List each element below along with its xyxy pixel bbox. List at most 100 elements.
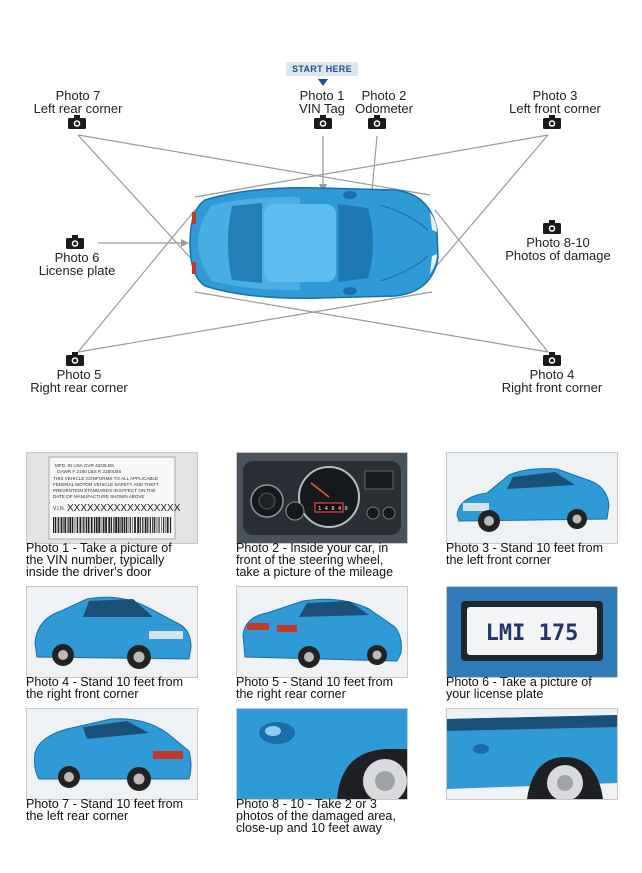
barcode-bar bbox=[144, 517, 147, 533]
label-photo6: Photo 6 License plate bbox=[24, 251, 130, 277]
barcode-bar bbox=[100, 517, 102, 533]
caption-photo2-line3: take a picture of the mileage bbox=[236, 565, 394, 579]
barcode-bar bbox=[142, 517, 144, 533]
label-photo2: Photo 2 Odometer bbox=[348, 89, 420, 115]
caption-photo6-line2: your license plate bbox=[446, 687, 544, 701]
caption-photo7: Photo 7 - Stand 10 feet from the left re… bbox=[26, 797, 216, 823]
barcode-bar bbox=[71, 517, 74, 533]
barcode-bar bbox=[82, 517, 84, 533]
barcode-bar bbox=[134, 517, 136, 533]
barcode-bar bbox=[115, 517, 117, 533]
label-photo5-title: Photo 5 bbox=[56, 367, 102, 382]
line-photo4-b bbox=[434, 209, 549, 353]
camera-icon bbox=[68, 115, 86, 129]
vin-line6: DATE OF MANUFACTURE SHOWN ABOVE bbox=[53, 494, 145, 499]
label-photo8: Photo 8-10 Photos of damage bbox=[490, 236, 626, 262]
barcode-bar bbox=[163, 517, 165, 533]
barcode-bar bbox=[129, 517, 131, 533]
barcode-bar bbox=[147, 517, 149, 533]
caption-photo5-line1: Photo 5 - Stand 10 feet from bbox=[236, 675, 394, 689]
barcode-bar bbox=[69, 517, 72, 533]
thumb-odometer: 1 4 8 4 8 bbox=[236, 452, 408, 544]
barcode-bar bbox=[156, 517, 158, 533]
vin-prefix: V.I.N. bbox=[53, 506, 65, 512]
start-here-badge: START HERE bbox=[286, 62, 358, 76]
caption-photo4-line2: the right front corner bbox=[26, 687, 139, 701]
camera-icon bbox=[66, 352, 84, 366]
barcode-bar bbox=[73, 517, 75, 533]
thumb-damage-closeup bbox=[236, 708, 408, 800]
caption-photo1: Photo 1 - Take a picture of the VIN numb… bbox=[26, 542, 216, 579]
camera-icon bbox=[66, 235, 84, 249]
photo-position-diagram bbox=[77, 134, 549, 353]
barcode-bar bbox=[102, 517, 105, 533]
barcode-bar bbox=[121, 517, 124, 533]
label-photo2-title: Photo 2 bbox=[361, 88, 407, 103]
caption-photo2-line1: Photo 2 - Inside your car, in bbox=[236, 541, 389, 555]
barcode-bar bbox=[139, 517, 141, 533]
label-photo7: Photo 7 Left rear corner bbox=[20, 89, 136, 115]
caption-photo6-line1: Photo 6 - Take a picture of bbox=[446, 675, 592, 689]
barcode-bar bbox=[166, 517, 169, 533]
barcode-bar bbox=[93, 517, 96, 533]
barcode-bar bbox=[117, 517, 120, 533]
label-photo5-desc: Right rear corner bbox=[30, 380, 128, 395]
line-photo5-b bbox=[77, 209, 196, 353]
barcode-bar bbox=[127, 517, 129, 533]
barcode-bar bbox=[125, 517, 128, 533]
caption-photo7-line2: the left rear corner bbox=[26, 809, 129, 823]
thumb-left-rear bbox=[26, 708, 198, 800]
thumb-right-front bbox=[26, 586, 198, 678]
line-photo3-b bbox=[432, 134, 549, 271]
label-photo8-title: Photo 8-10 bbox=[526, 235, 590, 250]
barcode-bar bbox=[54, 517, 57, 533]
label-photo5: Photo 5 Right rear corner bbox=[20, 368, 138, 394]
barcode-bar bbox=[137, 517, 139, 533]
label-photo2-desc: Odometer bbox=[355, 101, 413, 116]
label-photo1-desc: VIN Tag bbox=[298, 101, 345, 116]
line-photo7-a bbox=[77, 134, 431, 196]
caption-photo6: Photo 6 - Take a picture of your license… bbox=[446, 675, 636, 701]
barcode-bar bbox=[105, 517, 107, 533]
barcode-bar bbox=[87, 517, 90, 533]
barcode-bar bbox=[169, 517, 172, 533]
line-photo3-a bbox=[194, 134, 549, 198]
label-photo4-title: Photo 4 bbox=[529, 367, 575, 382]
odometer-value: 1 4 8 4 8 bbox=[318, 506, 348, 512]
label-photo8-desc: Photos of damage bbox=[505, 248, 611, 263]
barcode-bar bbox=[120, 517, 121, 533]
barcode-bar bbox=[79, 517, 82, 533]
label-photo1-title: Photo 1 bbox=[299, 88, 345, 103]
caption-photo8: Photo 8 - 10 - Take 2 or 3 photos of the… bbox=[236, 798, 426, 835]
vin-line4: FEDERAL MOTOR VEHICLE SAFETY AND THEFT bbox=[53, 482, 159, 487]
vin-line2: GAWR F 2160 LBS R 2250LBS bbox=[57, 469, 121, 474]
barcode-bar bbox=[149, 517, 151, 533]
barcode-bar bbox=[90, 517, 93, 533]
barcode-bar bbox=[157, 517, 159, 533]
barcode-bar bbox=[154, 517, 156, 533]
label-photo3: Photo 3 Left front corner bbox=[496, 89, 614, 115]
caption-photo8-line3: close-up and 10 feet away bbox=[236, 821, 382, 835]
license-plate-text: LMI 175 bbox=[486, 621, 579, 646]
caption-photo7-line1: Photo 7 - Stand 10 feet from bbox=[26, 797, 184, 811]
caption-photo2: Photo 2 - Inside your car, in front of t… bbox=[236, 541, 426, 579]
barcode-bar bbox=[77, 517, 79, 533]
barcode-bar bbox=[60, 517, 63, 533]
barcode-bar bbox=[165, 517, 167, 533]
caption-photo3-line2: the left front corner bbox=[446, 553, 551, 567]
label-photo4: Photo 4 Right front corner bbox=[488, 368, 616, 394]
barcode-bar bbox=[53, 517, 55, 533]
label-photo6-desc: License plate bbox=[38, 263, 116, 278]
label-photo6-title: Photo 6 bbox=[54, 250, 100, 265]
barcode-bar bbox=[63, 517, 64, 533]
thumb-vin-tag: MFD. IN USA GVR 4320LBS GAWR F 2160 LBS … bbox=[26, 452, 198, 544]
caption-photo4-line1: Photo 4 - Stand 10 feet from bbox=[26, 675, 184, 689]
vin-line3: THIS VEHICLE CONFORMS TO ALL APPLICABLE bbox=[53, 476, 158, 481]
caption-photo2-line2: front of the steering wheel, bbox=[236, 553, 384, 567]
barcode-bar bbox=[64, 517, 67, 533]
barcode-bar bbox=[75, 517, 77, 533]
barcode-bar bbox=[95, 517, 98, 533]
barcode-bar bbox=[159, 517, 160, 533]
camera-icon bbox=[543, 115, 561, 129]
barcode-bar bbox=[113, 517, 115, 533]
